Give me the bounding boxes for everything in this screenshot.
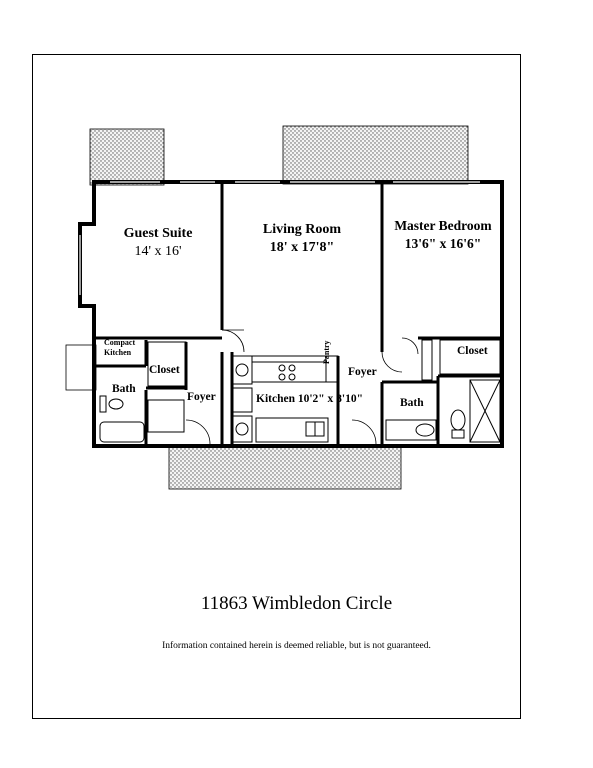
entry-stoop: [65, 344, 97, 391]
patio-bottom: [168, 445, 402, 490]
page-frame: [32, 54, 521, 719]
property-address: 11863 Wimbledon Circle: [200, 593, 393, 614]
master-bedroom-label: Master Bedroom: [394, 218, 492, 233]
guest-suite-dims: 14' x 16': [134, 244, 182, 259]
bath-right-fixtures: [385, 339, 501, 443]
bath-left-label: Bath: [112, 383, 136, 395]
balcony-right: [282, 125, 469, 185]
kitchen-label: Kitchen 10'2" x 8'10": [256, 393, 364, 405]
bath-right-label: Bath: [400, 397, 424, 409]
foyer-left-label: Foyer: [187, 391, 216, 403]
door-swings: [185, 329, 419, 445]
kitchen-fixtures: [231, 355, 339, 443]
foyer-right-label: Foyer: [348, 366, 377, 378]
closet-left-label: Closet: [149, 364, 180, 376]
master-bedroom-dims: 13'6" x 16'6": [404, 236, 482, 251]
pantry-label: Pantry: [322, 340, 331, 364]
interior-walls: [96, 184, 502, 444]
disclaimer-text: Information contained herein is deemed r…: [162, 641, 431, 651]
compact-kitchen-label-line1: Compact: [104, 338, 136, 347]
compact-kitchen-label-line2: Kitchen: [104, 348, 132, 357]
living-room-label: Living Room: [262, 222, 342, 237]
living-room-dims: 18' x 17'8": [269, 240, 335, 255]
bath-left-fixtures: [99, 341, 187, 443]
balcony-left: [89, 128, 165, 186]
closet-right-label: Closet: [457, 345, 488, 357]
guest-suite-label: Guest Suite: [123, 226, 193, 241]
